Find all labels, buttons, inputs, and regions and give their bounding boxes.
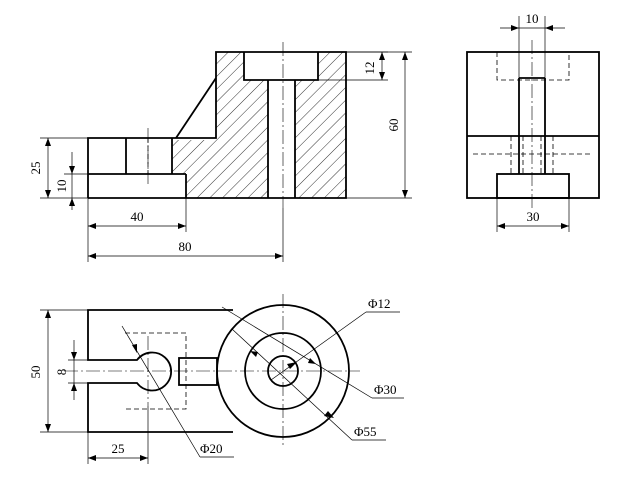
top-view: 50 8 25 Φ12 Φ30 Φ55 Φ20 <box>28 294 404 464</box>
side-dim-10: 10 <box>526 11 539 26</box>
front-outline <box>87 51 347 199</box>
front-rib-line <box>175 77 217 139</box>
top-dim-phi12: Φ12 <box>368 296 391 311</box>
front-view: 12 60 25 10 40 80 <box>28 42 412 262</box>
top-dim-phi20: Φ20 <box>200 441 223 456</box>
top-dim-25: 25 <box>112 441 125 456</box>
front-section-hatch-right <box>295 52 346 198</box>
front-dim-10: 10 <box>54 180 69 193</box>
top-dim-50: 50 <box>28 366 43 379</box>
top-dim-8: 8 <box>54 369 69 376</box>
top-dim-phi30: Φ30 <box>374 382 397 397</box>
top-rib <box>178 357 218 386</box>
side-hidden-counterbore <box>496 52 570 81</box>
side-dim-30: 30 <box>527 209 540 224</box>
front-dim-25: 25 <box>28 162 43 175</box>
front-dim-12: 12 <box>362 62 377 75</box>
top-dim-phi55: Φ55 <box>354 424 377 439</box>
side-base-slot <box>496 173 570 199</box>
front-dim-40: 40 <box>131 209 144 224</box>
side-view: 10 30 <box>466 11 600 232</box>
side-outline <box>466 51 600 199</box>
front-dim-60: 60 <box>386 119 401 132</box>
front-counterbore <box>243 52 319 81</box>
top-outline <box>87 309 233 433</box>
front-section-hatch-left <box>172 52 268 198</box>
front-dim-80: 80 <box>179 239 192 254</box>
